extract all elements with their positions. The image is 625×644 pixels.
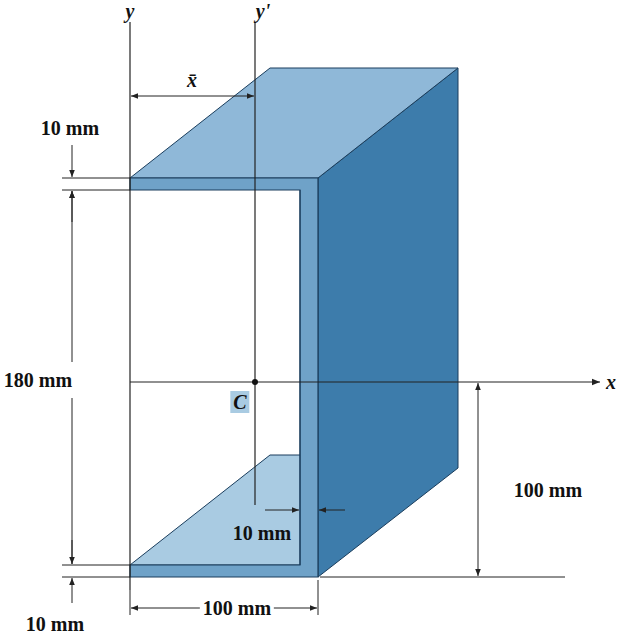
dimension-line <box>72 540 73 564</box>
dimension-line <box>72 398 73 564</box>
dimension-label: 100 mm <box>511 479 585 501</box>
extension-line <box>62 190 130 191</box>
dimension-label: 100 mm <box>200 597 274 619</box>
axis-label: y' <box>253 0 273 22</box>
dimension-label: 10 mm <box>23 613 87 635</box>
flange-face <box>130 68 458 178</box>
dimension-line <box>72 191 73 362</box>
extension-line <box>318 580 319 615</box>
extension-line <box>62 178 130 179</box>
extension-line <box>62 565 130 566</box>
dimension-label: x̄ <box>184 69 200 91</box>
dimension-line <box>478 383 479 576</box>
extension-line <box>62 577 130 578</box>
y-prime-axis <box>254 22 255 505</box>
dimension-line <box>72 578 73 603</box>
extension-line <box>320 577 565 578</box>
axis-label: y <box>123 0 138 22</box>
channel-section <box>130 178 318 577</box>
dimension-label: 180 mm <box>1 369 75 391</box>
extension-line <box>130 590 131 615</box>
centroid-label: C <box>230 391 249 413</box>
axis-label: x <box>603 371 619 393</box>
centroid-dot <box>252 379 258 385</box>
x-axis <box>130 381 600 382</box>
dimension-line <box>131 96 254 97</box>
edge-line <box>300 190 301 565</box>
dimension-label: 10 mm <box>38 117 102 139</box>
dimension-line <box>319 510 345 511</box>
dimension-line <box>265 510 299 511</box>
dimension-label: 10 mm <box>230 522 294 544</box>
y-axis <box>129 22 130 590</box>
dimension-line <box>72 145 73 177</box>
